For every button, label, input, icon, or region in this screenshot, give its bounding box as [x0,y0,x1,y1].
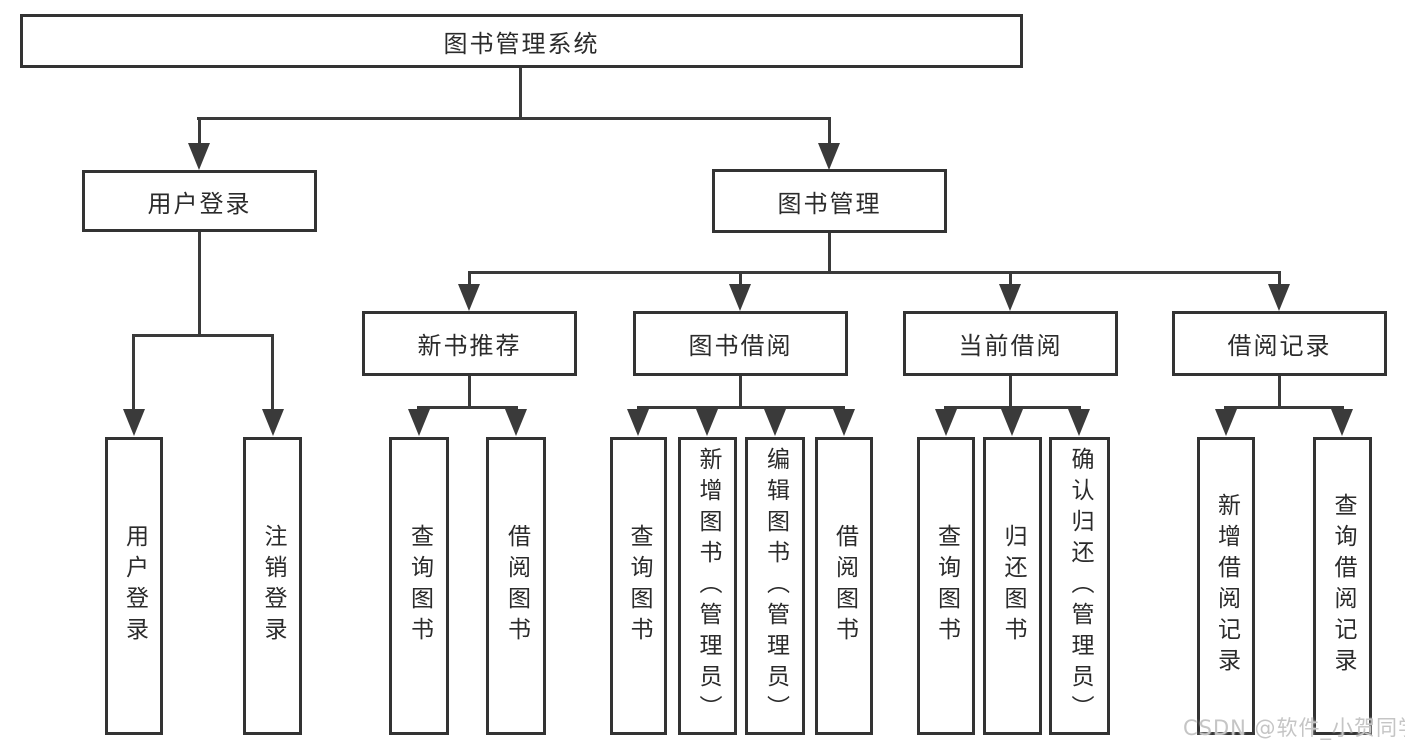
connector-line [468,376,471,409]
connector-line [519,68,522,118]
arrowhead-icon [188,143,210,170]
leaf-edit-books-admin: 编辑图书（管理员） [745,437,805,735]
arrowhead-icon [999,284,1021,311]
node-label: 查询图书 [626,524,652,648]
arrowhead-icon [1215,409,1237,436]
connector-line [1009,376,1012,409]
node-label: 新增借阅记录 [1213,493,1240,679]
node-label: 新书推荐 [417,332,522,360]
connector-line [1009,271,1012,285]
node-label: 当前借阅 [958,332,1063,360]
node-book-management: 图书管理 [712,169,947,233]
connector-line [1278,376,1281,409]
arrowhead-icon [1068,409,1090,436]
arrowhead-icon [764,409,786,436]
node-new-book-recommend: 新书推荐 [362,311,577,376]
leaf-borrow-books-2: 借阅图书 [815,437,873,735]
leaf-query-books-2: 查询图书 [610,437,667,735]
connector-line [198,232,201,336]
arrowhead-icon [935,409,957,436]
leaf-query-books-3: 查询图书 [917,437,975,735]
connector-line [468,271,1281,274]
connector-line [828,233,831,273]
csdn-watermark: CSDN @软件_小贺同学 [1183,716,1405,740]
arrowhead-icon [458,284,480,311]
connector-line [198,117,201,144]
node-borrow-records: 借阅记录 [1172,311,1387,376]
node-label: 用户登录 [121,524,148,648]
node-label: 图书管理 [777,189,882,218]
arrowhead-icon [729,284,751,311]
arrowhead-icon [627,409,649,436]
connector-line [468,271,471,285]
node-label: 新增图书（管理员） [695,446,721,726]
node-label: 图书借阅 [688,332,793,360]
leaf-return-books: 归还图书 [983,437,1042,735]
arrowhead-icon [696,409,718,436]
node-library-management-system: 图书管理系统 [20,14,1023,68]
connector-line [1278,271,1281,285]
leaf-logout: 注销登录 [243,437,302,735]
node-label: 归还图书 [1000,524,1026,648]
leaf-add-borrow-record: 新增借阅记录 [1197,437,1255,735]
arrowhead-icon [833,409,855,436]
leaf-confirm-return-admin: 确认归还（管理员） [1049,437,1110,735]
connector-line [637,406,845,409]
connector-line [944,406,1081,409]
node-label: 查询图书 [406,524,433,648]
node-label: 编辑图书（管理员） [762,446,789,726]
connector-line [739,376,742,409]
leaf-borrow-books-1: 借阅图书 [486,437,546,735]
node-label: 借阅图书 [503,524,530,648]
connector-line [132,334,274,337]
node-label: 查询借阅记录 [1330,493,1356,679]
arrowhead-icon [818,143,840,170]
connector-line [132,334,135,410]
node-book-borrowing: 图书借阅 [633,311,848,376]
leaf-query-books-1: 查询图书 [389,437,449,735]
arrowhead-icon [123,409,145,436]
connector-line [828,117,831,144]
connector-line [197,117,831,120]
node-label: 图书管理系统 [443,29,600,58]
node-user-login: 用户登录 [82,170,317,232]
arrowhead-icon [1331,409,1353,436]
arrowhead-icon [1268,284,1290,311]
node-label: 借阅记录 [1227,332,1332,360]
arrowhead-icon [408,409,430,436]
connector-line [271,334,274,410]
connector-line [417,406,518,409]
arrowhead-icon [1001,409,1023,436]
leaf-query-borrow-record: 查询借阅记录 [1313,437,1372,735]
node-label: 查询图书 [933,524,960,648]
node-label: 注销登录 [260,524,286,648]
arrowhead-icon [262,409,284,436]
node-label: 借阅图书 [831,524,858,648]
arrowhead-icon [505,409,527,436]
leaf-user-login: 用户登录 [105,437,163,735]
leaf-add-books-admin: 新增图书（管理员） [678,437,737,735]
node-label: 用户登录 [147,189,252,218]
node-label: 确认归还（管理员） [1067,446,1093,726]
connector-line [1224,406,1344,409]
connector-line [739,271,742,285]
node-current-borrowing: 当前借阅 [903,311,1118,376]
